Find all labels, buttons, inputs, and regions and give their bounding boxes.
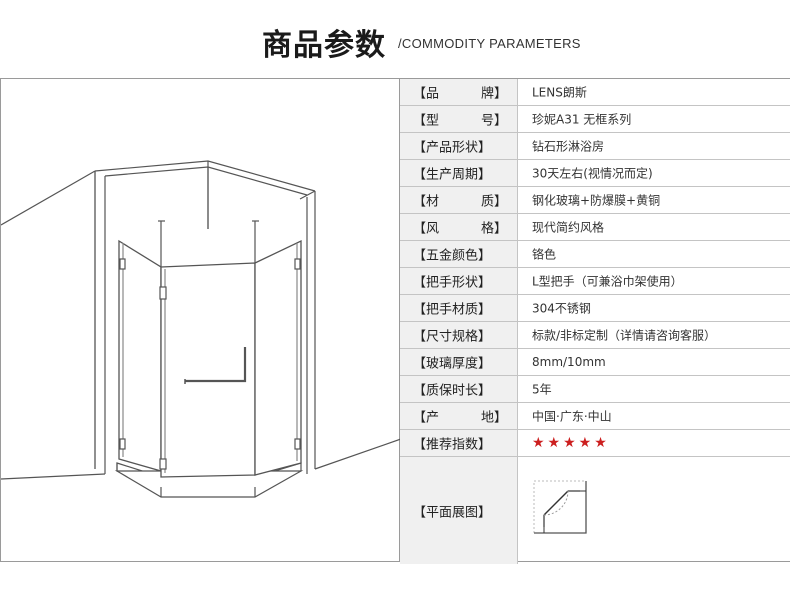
param-label: 【把手形状】 [413,275,492,291]
table-row: 【尺寸规格】 标款/非标定制（详情请咨询客服） [400,322,790,349]
param-label: 【平面展图】 [413,505,492,520]
table-row: 【五金颜色】 铬色 [400,241,790,268]
table-row: 【品 牌】 LENS朗斯 [400,79,790,106]
param-label: 【材 质】 [413,194,507,210]
param-label: 【产品形状】 [413,140,492,156]
page-subtitle: /COMMODITY PARAMETERS [398,36,581,51]
parameter-table: 【品 牌】 LENS朗斯 【型 号】 珍妮A31 无框系列 【产品形状】 钻石形… [400,78,790,564]
table-row: 【材 质】 钢化玻璃+防爆膜+黄铜 [400,187,790,214]
param-value: LENS朗斯 [532,85,587,100]
table-row: 【玻璃厚度】 8mm/10mm [400,349,790,376]
param-label: 【把手材质】 [413,302,492,318]
param-value: 8mm/10mm [532,355,606,369]
param-label: 【生产周期】 [413,167,492,183]
param-label: 【产 地】 [413,410,507,426]
param-value: 钻石形淋浴房 [532,139,605,154]
param-label: 【品 牌】 [413,86,507,102]
table-row: 【把手形状】 L型把手（可兼浴巾架使用） [400,268,790,295]
param-value: 标款/非标定制（详情请咨询客服） [532,328,717,343]
shower-room-illustration [0,78,401,562]
table-row: 【推荐指数】 ★★★★★ [400,430,790,457]
param-value: 5年 [532,382,552,397]
param-label: 【尺寸规格】 [413,329,492,345]
param-value: 珍妮A31 无框系列 [532,112,632,127]
param-value: 现代简约风格 [532,220,605,235]
param-label: 【玻璃厚度】 [413,356,492,372]
table-row: 【产 地】 中国·广东·中山 [400,403,790,430]
param-label: 【五金颜色】 [413,248,492,264]
param-label: 【推荐指数】 [413,437,492,453]
shower-room-drawing [1,160,401,498]
param-value: 中国·广东·中山 [532,409,612,424]
param-value: 钢化玻璃+防爆膜+黄铜 [532,193,661,208]
param-value: L型把手（可兼浴巾架使用） [532,274,683,289]
table-row: 【型 号】 珍妮A31 无框系列 [400,106,790,133]
param-value: 30天左右(视情况而定) [532,166,653,181]
param-label: 【风 格】 [413,221,507,237]
param-value: 304不锈钢 [532,301,591,316]
param-label: 【型 号】 [413,113,507,129]
table-row: 【质保时长】 5年 [400,376,790,403]
table-row: 【产品形状】 钻石形淋浴房 [400,133,790,160]
rating-stars: ★★★★★ [532,435,610,451]
param-value: 铬色 [532,247,557,262]
table-row: 【风 格】 现代简约风格 [400,214,790,241]
table-row: 【平面展图】 [400,457,790,564]
table-row: 【把手材质】 304不锈钢 [400,295,790,322]
page-header: 商品参数 /COMMODITY PARAMETERS [0,14,790,64]
table-row: 【生产周期】 30天左右(视情况而定) [400,160,790,187]
param-label: 【质保时长】 [413,383,492,399]
page-title: 商品参数 [262,28,386,63]
floor-plan-icon [533,480,587,534]
